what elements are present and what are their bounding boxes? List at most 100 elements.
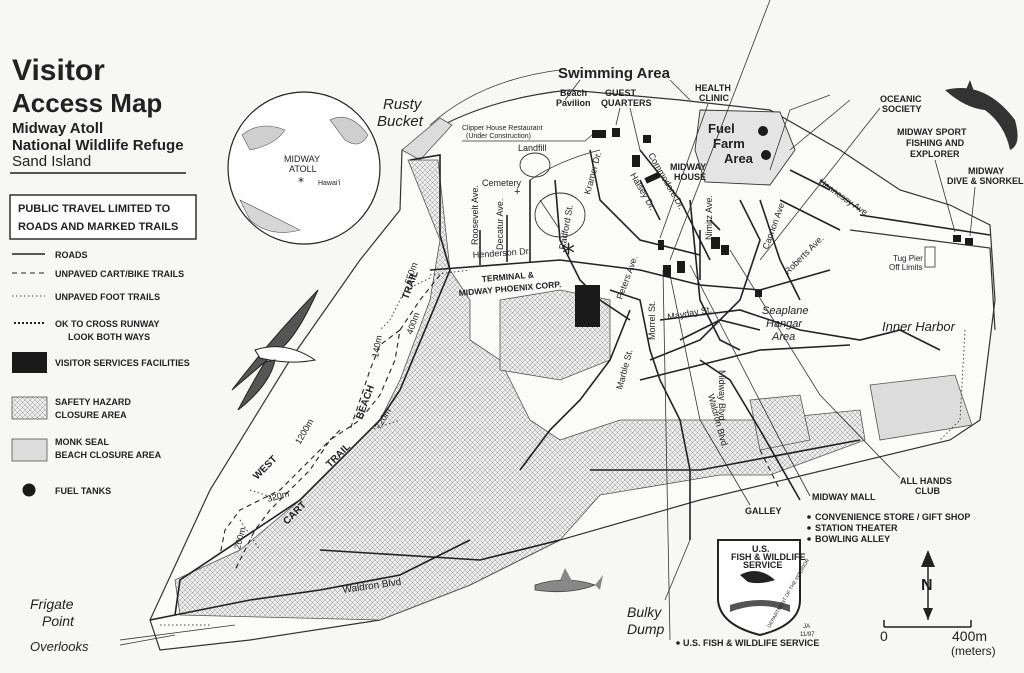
tug-pier-label-1: Tug Pier <box>893 254 923 263</box>
scale-unit: (meters) <box>951 644 996 658</box>
beach-pavilion-label-2: Pavilion <box>556 98 591 108</box>
guest-quarters-2 <box>632 155 640 167</box>
landfill-area <box>519 152 551 178</box>
legend-runway-2: LOOK BOTH WAYS <box>68 332 150 342</box>
clipper-leader <box>462 134 593 142</box>
sport-label-1: MIDWAY SPORT <box>897 127 967 137</box>
legend-seal-2: BEACH CLOSURE AREA <box>55 450 162 460</box>
health-clinic-label-2: CLINIC <box>699 93 729 103</box>
midway-house-label-2: HOUSE <box>674 172 706 182</box>
legend-visitor-symbol <box>12 352 47 373</box>
foot-trails <box>160 269 966 626</box>
street-decatur: Decatur Ave. <box>495 199 505 250</box>
rusty-bucket-label-1: Rusty <box>383 96 423 113</box>
minor-road <box>529 149 601 231</box>
fuel-tank-2 <box>761 150 771 160</box>
scale-bar: 0 400m (meters) <box>880 620 996 658</box>
all-hands-leader <box>729 249 901 479</box>
guest-quarters-label-2: QUARTERS <box>601 98 652 108</box>
scale-end: 400m <box>952 628 987 644</box>
legend-safety-2: CLOSURE AREA <box>55 410 127 420</box>
health-clinic <box>658 240 664 250</box>
oceanic-label-2: SOCIETY <box>882 104 922 114</box>
street-nimitz: Nimitz Ave. <box>704 195 714 240</box>
sport-label-3: EXPLORER <box>910 149 960 159</box>
guest-leader <box>615 107 641 151</box>
seal-closure-area-north <box>401 117 453 161</box>
logo-line-3: SERVICE <box>743 560 782 570</box>
fuel-farm-label-3: Area <box>724 151 754 166</box>
street-midway-blvd: Midway Blvd. <box>717 370 727 423</box>
dive-label-1: MIDWAY <box>968 166 1004 176</box>
logo-credit-2: 11/97 <box>800 632 815 638</box>
sport-fishing-office <box>953 235 961 242</box>
tug-pier <box>849 229 996 331</box>
mall-item-3: BOWLING ALLEY <box>815 534 890 544</box>
mall-bullet-1 <box>807 515 811 519</box>
street-roosevelt: Roosevelt Ave. <box>470 185 480 245</box>
cart-trails <box>219 274 781 571</box>
tug-pier-label-2: Off Limits <box>889 263 923 272</box>
seal-closure-area-east <box>869 374 973 441</box>
usfws-bullet <box>676 641 680 645</box>
subtitle-midway-atoll: Midway Atoll <box>12 120 103 137</box>
legend-safety-1: SAFETY HAZARD <box>55 397 131 407</box>
globe-midway-label-1: MIDWAY <box>284 154 320 164</box>
fuel-farm-area <box>694 109 796 186</box>
mall-leader <box>689 264 811 497</box>
sport-label-2: FISHING AND <box>906 138 965 148</box>
seaplane-label-2: Hangar <box>766 318 803 330</box>
inner-harbor-label: Inner Harbor <box>882 319 956 334</box>
logo-credit-1: JA <box>803 624 810 630</box>
subtitle-sand-island: Sand Island <box>12 153 91 170</box>
globe-inset: MIDWAY ATOLL * Hawai'i <box>227 91 381 245</box>
clinic-leader <box>659 0 771 261</box>
mall-item-2: STATION THEATER <box>815 523 898 533</box>
logo-line-2: FISH & WILDLIFE <box>731 552 806 562</box>
beach-pavilion-label-1: Beach <box>560 88 587 98</box>
hazard-east-apron <box>749 394 811 451</box>
title-access-map: Access Map <box>12 88 162 118</box>
guest-quarters-3 <box>644 171 661 184</box>
notice-line-1: PUBLIC TRAVEL LIMITED TO <box>18 203 171 215</box>
beach-pavilion <box>643 135 651 143</box>
north-label: N <box>921 577 933 594</box>
scale-start: 0 <box>880 628 888 644</box>
globe-midway-star: * <box>298 175 304 189</box>
terminal-asterisk: * <box>562 239 575 269</box>
mall-bullet-3 <box>807 537 811 541</box>
road-network <box>149 149 991 621</box>
all-hands-label-2: CLUB <box>915 486 940 496</box>
street-henderson: Henderson Dr. <box>472 246 531 260</box>
galley-leader <box>669 274 751 506</box>
all-hands-building <box>711 237 720 249</box>
cemetery-label: Cemetery <box>482 178 522 188</box>
pier-north <box>769 94 851 171</box>
round-lot <box>534 192 586 238</box>
clipper-label-1: Clipper House Restaurant <box>462 125 543 132</box>
galley-label: GALLEY <box>745 506 782 516</box>
tug-pier-block <box>924 246 936 268</box>
bulky-dump-label-1: Bulky <box>627 604 662 620</box>
legend-seal-1: MONK SEAL <box>55 437 110 447</box>
fuel-farm-label-2: Farm <box>713 136 745 151</box>
fuel-farm-label: Fuel <box>708 121 735 136</box>
oceanic-leader <box>759 107 881 261</box>
subtitle-refuge: National Wildlife Refuge <box>12 137 184 154</box>
guest-quarters-label-1: GUEST <box>605 88 637 98</box>
dive-label-2: DIVE & SNORKEL <box>947 176 1024 186</box>
globe-midway-label-2: ATOLL <box>289 164 317 174</box>
bulky-dump-label-2: Dump <box>627 621 665 637</box>
globe-hawaii-label: Hawai'i <box>318 180 341 187</box>
swimming-area-label: Swimming Area <box>558 65 671 82</box>
terminal-label-1: TERMINAL & <box>481 269 534 284</box>
dist-140: 140m <box>370 334 384 358</box>
legend-runway-1: OK TO CROSS RUNWAY <box>55 319 160 329</box>
frigate-label-3: Overlooks <box>30 639 89 654</box>
frigate-label-1: Frigate <box>30 596 74 612</box>
galley-building <box>663 265 671 277</box>
legend-safety-symbol <box>11 396 48 420</box>
health-clinic-label-1: HEALTH <box>695 83 731 93</box>
legend-visitor-facilities: VISITOR SERVICES FACILITIES <box>55 358 190 368</box>
